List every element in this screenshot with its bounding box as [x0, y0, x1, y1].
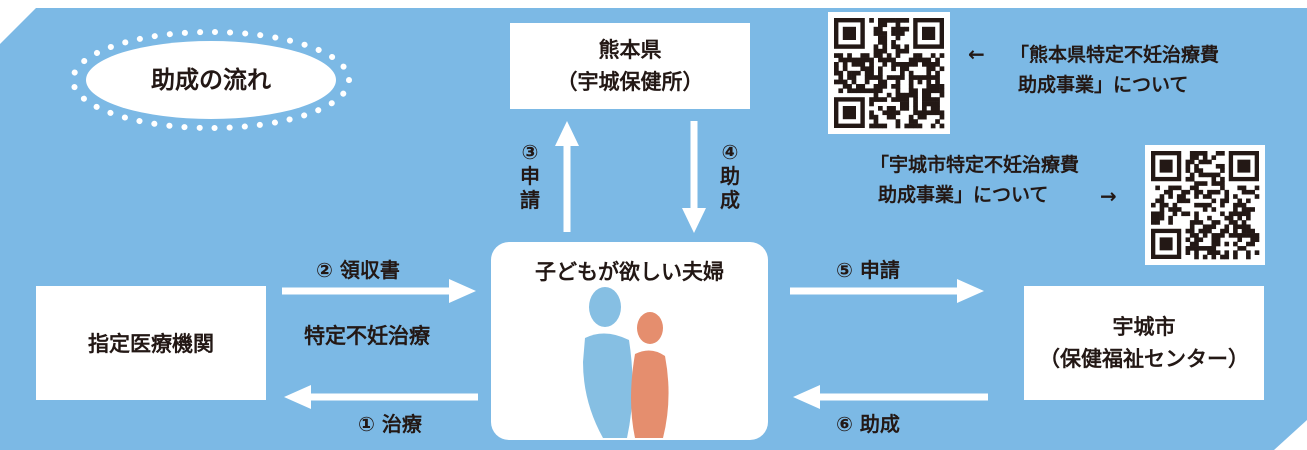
couple-box: 子どもが欲しい夫婦	[491, 242, 768, 440]
qr-code-city[interactable]	[1145, 145, 1265, 265]
step2-number: ②	[316, 258, 333, 282]
step4-char1: 助	[720, 164, 740, 188]
city-link-line1: 「宇城市特定不妊治療費	[870, 154, 1080, 176]
city-link-arrow: →	[1100, 184, 1117, 208]
qr-code-pref[interactable]	[828, 12, 950, 134]
title-oval	[70, 29, 352, 131]
step4-label: ④ 助 成	[720, 140, 740, 212]
kumamoto-prefecture-box: 熊本県 （宇城保健所）	[510, 23, 750, 109]
step5-text: 申請	[859, 258, 900, 282]
step6-label: ⑥ 助成	[836, 408, 900, 437]
arrow-left-treatment	[284, 385, 478, 409]
kumamoto-name: 熊本県	[598, 38, 662, 62]
arrow-right-receipt	[282, 279, 476, 303]
designated-clinic-box: 指定医療機関	[36, 286, 266, 400]
step3-number: ③	[521, 140, 539, 164]
treatment-type-label: 特定不妊治療	[304, 324, 430, 348]
city-link-text[interactable]: 「宇城市特定不妊治療費 助成事業」について	[870, 150, 1079, 210]
step3-label: ③ 申 請	[520, 140, 540, 212]
person-orange-icon	[631, 312, 669, 438]
step3-char1: 申	[520, 164, 540, 188]
flow-title: 助成の流れ	[151, 66, 271, 94]
pref-link-arrow: ←	[968, 42, 985, 66]
step4-number: ④	[721, 140, 739, 164]
step6-text: 助成	[859, 412, 900, 436]
step1-label: ① 治療	[358, 408, 422, 437]
step2-label: ② 領収書	[316, 254, 400, 283]
qr-code-pref-icon	[834, 18, 945, 129]
step1-number: ①	[358, 412, 375, 436]
arrow-right-apply-city	[790, 279, 984, 303]
arrow-down-grant	[682, 121, 706, 233]
city-link-line2: 助成事業」について	[878, 184, 1049, 206]
couple-label: 子どもが欲しい夫婦	[535, 260, 724, 284]
pref-link-text[interactable]: 「熊本県特定不妊治療費 助成事業」について	[1010, 40, 1219, 100]
person-blue-icon	[583, 287, 633, 438]
step3-char2: 請	[520, 188, 540, 212]
kumamoto-office: （宇城保健所）	[556, 70, 704, 94]
pref-link-line2: 助成事業」について	[1018, 74, 1189, 96]
step1-text: 治療	[381, 412, 422, 436]
couple-illustration	[583, 287, 669, 438]
step4-char2: 成	[720, 188, 740, 212]
arrow-left-grant-city	[793, 385, 988, 409]
pref-link-line1: 「熊本県特定不妊治療費	[1010, 44, 1220, 66]
uki-city-center: （保健福祉センター）	[1039, 347, 1249, 371]
step6-number: ⑥	[836, 412, 853, 436]
step5-number: ⑤	[836, 258, 853, 282]
step5-label: ⑤ 申請	[836, 254, 900, 283]
qr-code-city-icon	[1151, 151, 1260, 260]
step2-text: 領収書	[339, 258, 400, 282]
uki-city-box: 宇城市 （保健福祉センター）	[1024, 286, 1264, 400]
uki-city-name: 宇城市	[1112, 315, 1176, 339]
arrow-up-apply	[555, 121, 579, 232]
